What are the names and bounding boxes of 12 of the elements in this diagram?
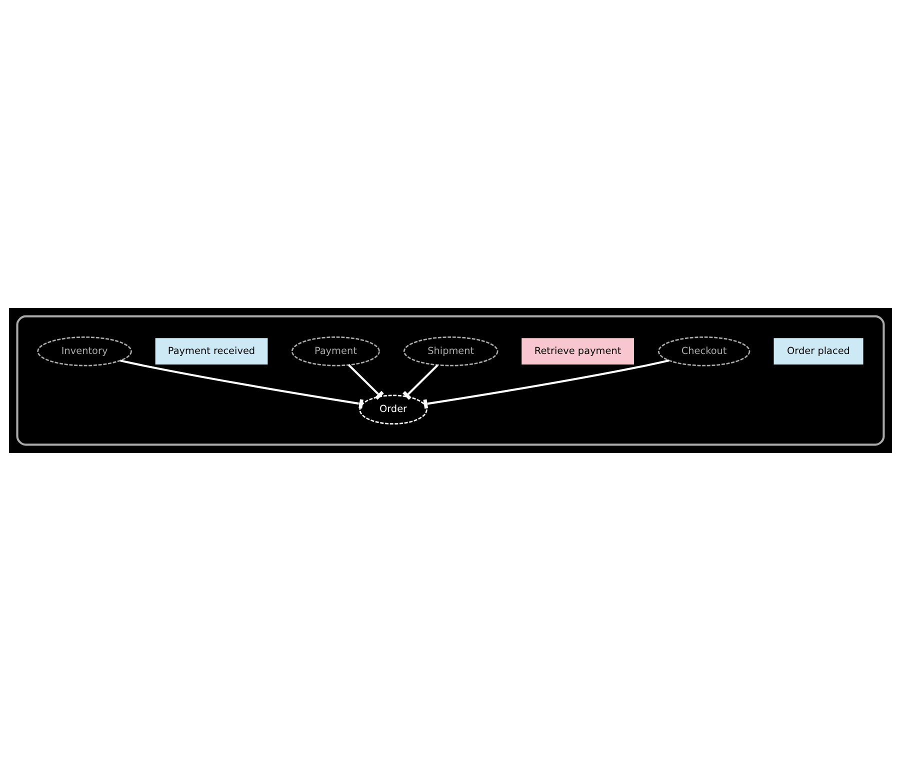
node-box: Payment received (155, 338, 268, 364)
node-ellipse: Checkout (658, 336, 750, 366)
connector (348, 364, 384, 400)
connector (423, 359, 670, 408)
connector (120, 359, 364, 408)
node-ellipse: Inventory (37, 336, 132, 366)
node-ellipse: Shipment (403, 336, 498, 366)
node-box: Retrieve payment (522, 338, 634, 364)
node-box: Order placed (774, 338, 864, 364)
connector (402, 364, 438, 400)
node-ellipse: Payment (291, 336, 380, 366)
cluster (16, 314, 885, 446)
